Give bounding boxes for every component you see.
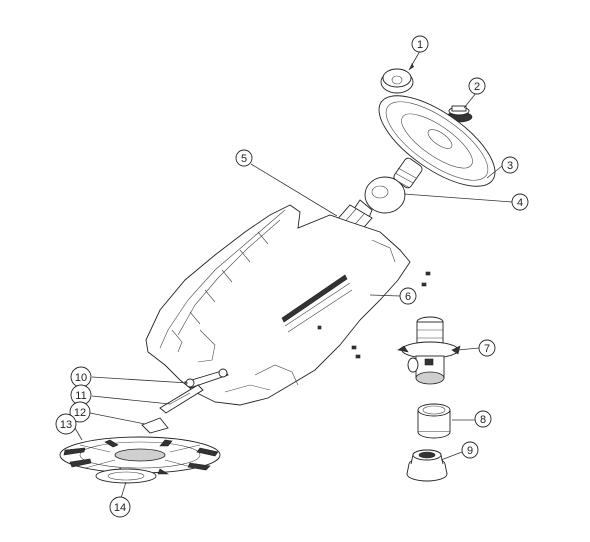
callout-1-label: 1 (417, 39, 423, 51)
callout-3-label: 3 (507, 160, 513, 172)
callout-4-label: 4 (517, 197, 523, 209)
callout-11: 11 (70, 384, 92, 406)
callout-8: 8 (474, 410, 492, 428)
callout-11-label: 11 (75, 390, 86, 402)
callout-9-label: 9 (467, 445, 473, 457)
callout-9: 9 (461, 441, 479, 459)
part-9-seal (406, 449, 448, 482)
part-13-bristle-disc (59, 436, 221, 475)
part-12-tab (141, 417, 169, 434)
callout-7: 7 (478, 339, 496, 357)
part-14-ring (95, 468, 157, 484)
callout-4: 4 (511, 193, 529, 211)
callout-2-label: 2 (474, 81, 480, 93)
callout-2: 2 (468, 77, 486, 95)
part-3-disk (378, 95, 496, 187)
part-8-bushing (417, 403, 451, 439)
part-1-cap (380, 68, 414, 94)
callout-1: 1 (411, 35, 429, 53)
part-6-body (145, 204, 431, 406)
callout-13: 13 (55, 413, 77, 435)
callout-10-label: 10 (75, 372, 87, 384)
part-4-swivel (351, 157, 423, 221)
part-7-valve (397, 316, 461, 385)
leader-lines (74, 50, 513, 499)
part-10-link (184, 368, 229, 389)
callout-6: 6 (399, 287, 417, 305)
callout-12-label: 12 (74, 407, 86, 419)
callout-13-label: 13 (60, 419, 72, 431)
callout-7-label: 7 (484, 343, 490, 355)
callout-8-label: 8 (480, 414, 486, 426)
callout-14-label: 14 (114, 502, 126, 514)
callout-3: 3 (501, 156, 519, 174)
callout-14: 14 (109, 496, 131, 518)
callout-10: 10 (70, 366, 92, 388)
callout-5-label: 5 (241, 153, 247, 165)
callout-5: 5 (235, 149, 253, 167)
callout-6-label: 6 (405, 291, 411, 303)
part-11-strut (159, 384, 204, 414)
callout-12: 12 (69, 401, 91, 423)
